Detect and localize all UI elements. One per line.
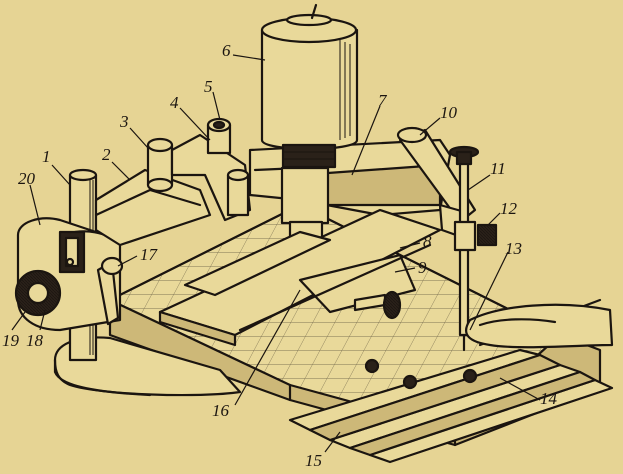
label-18: 18: [26, 331, 43, 350]
label-12: 12: [500, 199, 517, 218]
label-17: 17: [140, 245, 157, 264]
label-19: 19: [2, 331, 19, 350]
label-1: 1: [42, 147, 51, 166]
label-6: 6: [222, 41, 231, 60]
label-5: 5: [204, 77, 213, 96]
label-14: 14: [540, 389, 557, 408]
label-8: 8: [423, 232, 432, 251]
label-2: 2: [102, 145, 111, 164]
label-10: 10: [440, 103, 457, 122]
arm-2: [94, 168, 212, 247]
label-7: 7: [378, 91, 387, 110]
label-11: 11: [490, 159, 506, 178]
knob-12: [476, 223, 498, 247]
label-3: 3: [120, 112, 129, 131]
label-20: 20: [18, 169, 35, 188]
clamp-knob-19: [14, 269, 62, 317]
label-13: 13: [505, 239, 522, 258]
label-4: 4: [170, 93, 179, 112]
tracer-stylus-11: [448, 145, 480, 352]
label-15: 15: [305, 451, 322, 470]
hinge-5: [206, 117, 250, 217]
label-16: 16: [212, 401, 229, 420]
hand: [465, 303, 614, 349]
hinge-3: [146, 137, 174, 193]
template-rails: [288, 298, 614, 464]
label-9: 9: [418, 258, 427, 277]
fixing-screws: [364, 358, 478, 390]
lever-17: [96, 256, 124, 326]
work-table: [158, 208, 442, 347]
spindle-motor-6: [260, 3, 359, 274]
leader-lines: [11, 54, 541, 453]
feed-knob: [353, 290, 402, 320]
